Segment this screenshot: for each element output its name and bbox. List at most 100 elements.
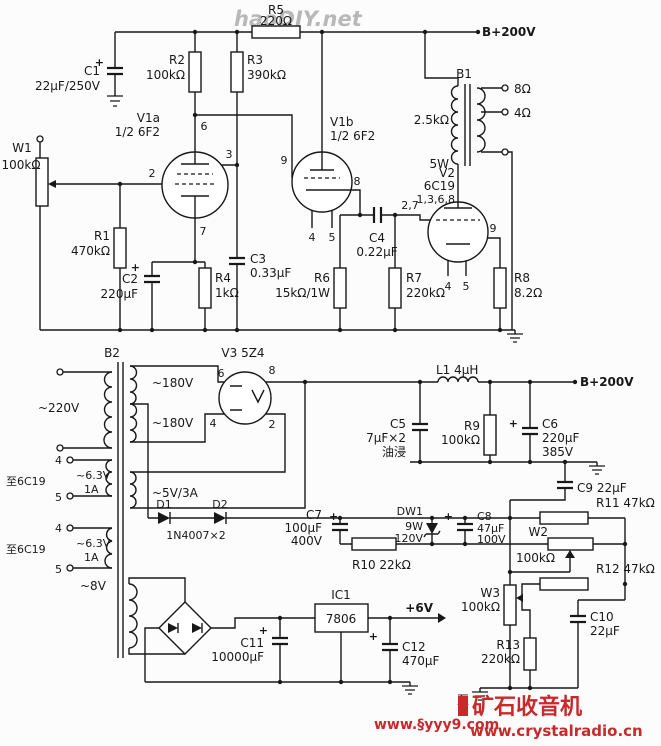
label-v3-name: V3 5Z4 (221, 346, 264, 360)
b2-hv-winding (129, 365, 138, 443)
label-b2-hv2: ~180V (152, 416, 194, 430)
label-c6-name: C6 (542, 417, 558, 431)
label-heater-b: ~6.3V (76, 537, 111, 550)
label-r3-name: R3 (247, 53, 263, 67)
label-c2-name: C2 (122, 272, 138, 286)
label-c2-value: 220μF (101, 287, 139, 301)
label-r9-name: R9 (464, 419, 480, 433)
c8-polarity: + (444, 510, 453, 523)
resistor-r10 (351, 537, 397, 551)
b2-primary-winding (103, 371, 113, 449)
b1-secondary-winding (476, 87, 486, 153)
label-dw1-value: 9W (405, 520, 423, 533)
label-ic1-name: IC1 (331, 588, 351, 602)
resistor-r5 (251, 25, 301, 39)
c2-polarity: + (131, 261, 140, 274)
label-c6-value: 220μF (542, 431, 580, 445)
label-v1b-name: V1b (330, 115, 353, 129)
mains-terminal-1 (56, 368, 64, 376)
label-r7-name: R7 (406, 271, 422, 285)
terminals (36, 84, 509, 572)
label-v1a-name: V1a (137, 111, 160, 125)
tube-v3 (218, 371, 272, 425)
label-r12: R12 47kΩ (596, 562, 655, 576)
v2-pin-4: 4 (445, 280, 452, 293)
resistor-r2 (188, 51, 202, 93)
label-r4-value: 1kΩ (215, 286, 239, 300)
bridge-diode-2 (192, 623, 202, 633)
c11-polarity: + (259, 624, 268, 637)
label-l1: L1 4μH (436, 363, 478, 377)
heater-b-terminal-4 (66, 524, 74, 532)
label-r6-name: R6 (314, 271, 330, 285)
label-c3-value: 0.33μF (250, 266, 291, 280)
c7-polarity: + (329, 510, 338, 523)
junction-dots (117, 29, 628, 691)
label-heater-a-current: 1A (84, 483, 99, 496)
label-w2-name: W2 (529, 525, 549, 539)
v3-pin-6: 6 (218, 367, 225, 380)
wires (39, 31, 626, 701)
v1b-pin-5: 5 (329, 231, 336, 244)
resistor-r12 (539, 577, 589, 591)
label-dw1-rating: 120V (394, 532, 423, 545)
input-terminal (36, 135, 44, 143)
potentiometer-w2 (547, 537, 594, 551)
label-r13-value: 220kΩ (481, 652, 520, 666)
label-v1a-type: 1/2 6F2 (115, 125, 160, 139)
label-dw1-name: DW1 (397, 505, 423, 518)
d2-triangle (214, 512, 226, 524)
label-c7-name: C7 (306, 508, 322, 522)
label-c11-value: 10000μF (211, 650, 264, 664)
watermark-site-name: 矿石收音机 (472, 694, 582, 720)
label-r6-value: 15kΩ/1W (275, 286, 330, 300)
wires-bias-network (148, 500, 626, 692)
heater-a-terminal-5 (66, 492, 74, 500)
label-heater-a: ~6.3V (76, 469, 111, 482)
resistor-r9 (483, 414, 497, 456)
tube-v2 (427, 201, 489, 263)
label-d1: D1 (156, 498, 171, 511)
watermark-site-url2: www.§yyy9.com (374, 717, 499, 733)
resistor-r13 (523, 637, 537, 671)
v3-pin-8: 8 (269, 364, 276, 377)
diode-d2 (214, 512, 227, 524)
b2-heater-winding-2 (104, 527, 113, 569)
v1a-pin-7: 7 (200, 225, 207, 238)
label-bplus-top: B+200V (482, 25, 536, 39)
bridge-rectifier (158, 601, 212, 655)
label-r7-value: 220kΩ (406, 286, 445, 300)
v1b-pin-9: 9 (281, 154, 288, 167)
capacitor-plates (107, 66, 586, 652)
label-c8-rating: 100V (477, 533, 506, 546)
v2-grid-pins: 2,7 (401, 199, 419, 212)
resistor-r3 (230, 51, 244, 93)
v1a-pin-6: 6 (201, 120, 208, 133)
label-bplus-psu: B+200V (580, 375, 634, 389)
resistor-r4 (198, 267, 212, 309)
label-c6-rating: 385V (542, 445, 574, 459)
label-w3-name: W3 (481, 586, 501, 600)
label-c12-name: C12 (402, 640, 426, 654)
bridge-diode-1 (168, 623, 178, 633)
label-c12-value: 470μF (402, 654, 440, 668)
label-c1-name: C1 (84, 64, 100, 78)
label-c11-name: C11 (240, 636, 264, 650)
label-b2-5v: ~5V/3A (152, 486, 199, 500)
watermark-site-url: www.crystalradio.cn (470, 722, 643, 740)
label-r2-value: 100kΩ (146, 68, 185, 82)
speaker-terminal-4ohm (501, 108, 509, 116)
label-v2-name: V2 (439, 166, 455, 180)
b2-8v-winding (128, 583, 138, 649)
label-c5-name: C5 (390, 417, 406, 431)
label-r8-value: 8.2Ω (514, 286, 542, 300)
dw1-triangle (426, 523, 438, 534)
wires-lowvolt-section (73, 459, 440, 686)
resistor-r1 (113, 227, 127, 269)
b1-core (464, 84, 471, 166)
heater-b-pin5: 5 (55, 563, 62, 576)
label-w1-value: 100kΩ (1, 158, 40, 172)
heater-a-pin4: 4 (55, 454, 62, 467)
